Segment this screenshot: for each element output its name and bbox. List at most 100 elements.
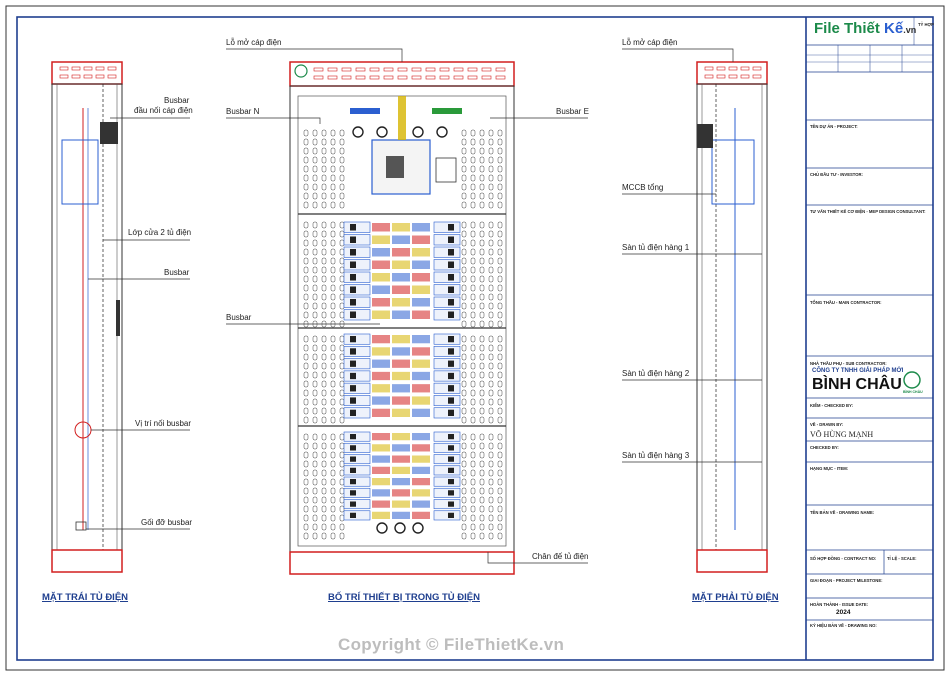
phase-busbar-segment — [372, 285, 390, 294]
perforation-slot — [479, 320, 485, 328]
side-vent-slot — [71, 74, 81, 79]
perforation-slot — [479, 505, 485, 513]
perforation-slot — [312, 183, 318, 191]
label-lop-cua: Lớp cửa 2 tủ điện — [128, 228, 192, 237]
perforation-slot — [470, 147, 476, 155]
terminal-lug — [436, 126, 448, 138]
perforation-slot — [479, 302, 485, 310]
side-vent-slot — [752, 74, 762, 79]
perforation-slot — [330, 496, 336, 504]
side-vent-slot — [107, 66, 117, 71]
breaker-toggle — [350, 397, 356, 404]
perforation-slot — [330, 147, 336, 155]
vent-slot — [425, 75, 436, 80]
breaker-module-left — [343, 358, 371, 370]
tb-drawing-name: TÊN BẢN VẼ - DRAWING NAME: — [810, 510, 875, 515]
perforation-slot — [461, 174, 467, 182]
perforation-slot — [339, 460, 345, 468]
breaker-toggle — [448, 409, 454, 416]
side-vent-slot — [728, 74, 738, 79]
perforation-slot — [470, 469, 476, 477]
perforation-slot — [321, 129, 327, 137]
phase-busbar-segment — [372, 500, 390, 508]
breaker-module-left — [343, 333, 371, 345]
perforation-slot — [321, 487, 327, 495]
perforation-slot — [470, 460, 476, 468]
perforation-slot — [497, 451, 503, 459]
perforation-slot — [339, 201, 345, 209]
perforation-slot — [312, 335, 318, 343]
phase-busbar-segment — [412, 371, 430, 381]
perforation-slot — [488, 165, 494, 173]
perforation-slot — [461, 505, 467, 513]
perforation-slot — [497, 248, 503, 256]
perforation-slot — [497, 353, 503, 361]
perforation-slot — [470, 230, 476, 238]
perforation-slot — [461, 302, 467, 310]
perforation-slot — [312, 380, 318, 388]
perforation-slot — [497, 469, 503, 477]
perforation-slot — [303, 442, 309, 450]
perforation-slot — [321, 165, 327, 173]
vent-slot — [481, 67, 492, 72]
perforation-slot — [461, 284, 467, 292]
vent-slot — [411, 67, 422, 72]
perforation-slot — [488, 284, 494, 292]
phase-busbar-segment — [392, 335, 410, 344]
label-busbar-e: Busbar E — [556, 107, 589, 116]
perforation-slot — [461, 398, 467, 406]
perforation-slot — [312, 478, 318, 486]
perforation-slot — [321, 371, 327, 379]
perforation-slot — [330, 230, 336, 238]
binh-chau-logo-ring — [903, 371, 921, 389]
perforation-slot — [479, 174, 485, 182]
perforation-slot — [479, 389, 485, 397]
perforation-slot — [461, 344, 467, 352]
perforation-slot — [303, 523, 309, 531]
perforation-slot — [330, 469, 336, 477]
breaker-toggle — [350, 409, 356, 416]
phase-busbar-segment — [372, 478, 390, 486]
perforation-slot — [461, 138, 467, 146]
perforation-slot — [497, 293, 503, 301]
perforation-slot — [303, 451, 309, 459]
perforation-slot — [461, 416, 467, 424]
phase-busbar-segment — [392, 347, 410, 356]
perforation-slot — [470, 192, 476, 200]
label-lo-mo-right: Lỗ mở cáp điện — [622, 38, 678, 47]
perforation-slot — [488, 293, 494, 301]
terminal-lug — [412, 126, 424, 138]
perforation-slot — [303, 433, 309, 441]
side-vent-slot — [95, 66, 105, 71]
breaker-toggle — [448, 336, 454, 343]
phase-busbar-segment — [372, 489, 390, 497]
phase-busbar-segment — [412, 273, 430, 282]
perforation-slot — [479, 407, 485, 415]
breaker-toggle — [350, 360, 356, 367]
terminals — [352, 126, 448, 534]
breaker-toggle — [448, 372, 454, 380]
side-vent-slot — [716, 66, 726, 71]
perforation-slot — [303, 275, 309, 283]
perforation-slot — [303, 138, 309, 146]
busbar-n-bar — [350, 108, 380, 114]
perforation-slot — [321, 469, 327, 477]
phase-busbar-segment — [412, 347, 430, 356]
perforation-slot — [321, 248, 327, 256]
perforation-slot — [497, 239, 503, 247]
brand-logo-vn: .vn — [903, 25, 917, 35]
phase-busbar-segment — [372, 433, 390, 441]
perforation-slot — [470, 266, 476, 274]
phase-busbar-segment — [412, 478, 430, 486]
right-side-view — [696, 61, 768, 573]
perforation-slot — [312, 257, 318, 265]
phase-busbar-segment — [392, 310, 410, 319]
brand-logo-file: File — [814, 20, 840, 37]
perforation-slot — [330, 275, 336, 283]
left-busbar-support — [75, 521, 87, 531]
perforation-slot — [330, 407, 336, 415]
perforation-slot — [488, 192, 494, 200]
breaker-module-right — [433, 358, 461, 370]
perforation-slot — [312, 129, 318, 137]
phase-busbar-segment — [372, 396, 390, 405]
